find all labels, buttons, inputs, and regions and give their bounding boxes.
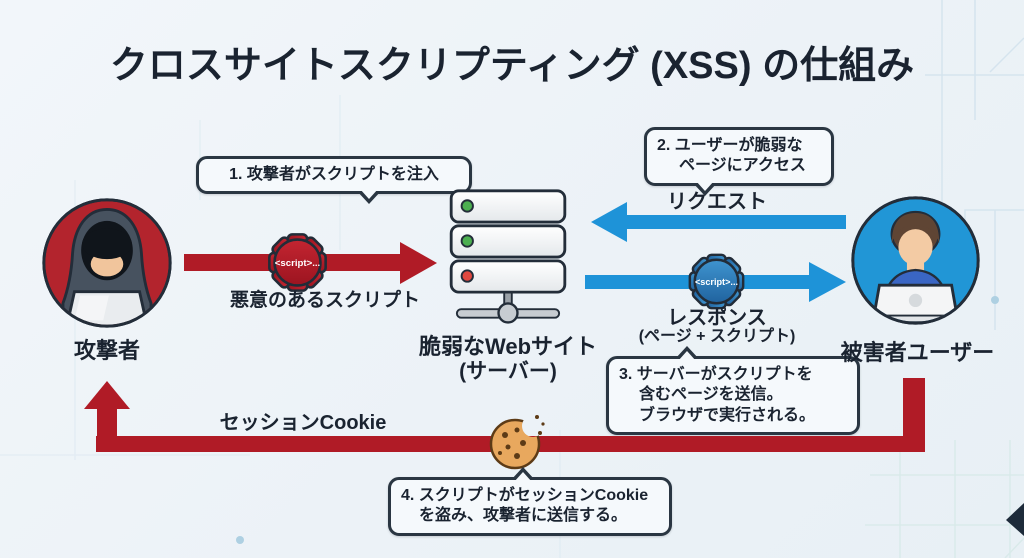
step4-line2: を盗み、攻撃者に送信する。 <box>419 507 628 525</box>
step3-line3: ブラウザで実行される。 <box>639 406 816 424</box>
request-arrow-shaft <box>626 215 846 229</box>
step3-line1: 3. サーバーがスクリプトを <box>619 366 813 383</box>
victim-icon <box>851 196 980 325</box>
step4-line1: 4. スクリプトがセッションCookie <box>401 487 649 504</box>
request-label: リクエスト <box>667 191 767 213</box>
cookie-arrow-head <box>84 381 130 409</box>
session-cookie-label: セッションCookie <box>219 412 387 434</box>
step3-line2: 含むページを送信。 <box>639 386 783 404</box>
attacker-label: 攻撃者 <box>73 338 140 363</box>
request-arrow-head <box>591 202 627 242</box>
callout-step2: 2. ユーザーが脆弱な ページにアクセス <box>644 127 834 196</box>
victim-hair-front <box>891 213 940 244</box>
page-title: クロスサイトスクリプティング (XSS) の仕組み <box>109 45 915 87</box>
cookie-path-vertical-right <box>903 378 925 440</box>
server-led-green-2 <box>460 234 474 248</box>
cookie-chips <box>498 415 545 459</box>
victim-laptop-base <box>867 314 964 322</box>
victim-laptop-logo <box>908 293 923 308</box>
callout-step1: 1. 攻撃者がスクリプトを注入 <box>196 156 472 205</box>
attack-arrow-head <box>400 242 437 284</box>
response-label-line1: レスポンス <box>667 307 767 329</box>
attacker-face-shadow <box>82 228 132 260</box>
server-label-line1: 脆弱なWebサイト <box>418 334 598 359</box>
server-units <box>449 189 567 294</box>
server-icon <box>449 189 567 324</box>
victim-face <box>898 229 933 266</box>
red-gear-script-text: <script>... <box>275 258 321 269</box>
server-label-line2: (サーバー) <box>459 360 557 383</box>
server-led-red <box>460 269 474 283</box>
server-hub <box>497 302 519 324</box>
step2-line2: ページにアクセス <box>679 157 806 175</box>
response-arrow-head <box>809 262 846 302</box>
step1-text: 1. 攻撃者がスクリプトを注入 <box>229 166 439 183</box>
response-script-gear-icon: <script>... <box>688 253 745 310</box>
callout-step3: 3. サーバーがスクリプトを 含むページを送信。 ブラウザで実行される。 <box>606 346 860 436</box>
cookie-path-vertical-left <box>97 408 117 438</box>
malicious-script-gear-icon: <script>... <box>268 233 327 292</box>
victim-label: 被害者ユーザー <box>840 340 995 365</box>
blue-gear-script-text: <script>... <box>695 277 738 287</box>
cookie-icon <box>489 415 545 470</box>
step2-line1: 2. ユーザーが脆弱な <box>657 137 803 154</box>
malicious-script-label: 悪意のあるスクリプト <box>229 290 420 311</box>
attacker-icon <box>42 198 172 328</box>
response-label-line2: (ページ + スクリプト) <box>638 328 796 345</box>
cookie-body <box>489 418 541 470</box>
callout-step4: 4. スクリプトがセッションCookie を盗み、攻撃者に送信する。 <box>388 467 672 536</box>
server-led-green-1 <box>460 199 474 213</box>
